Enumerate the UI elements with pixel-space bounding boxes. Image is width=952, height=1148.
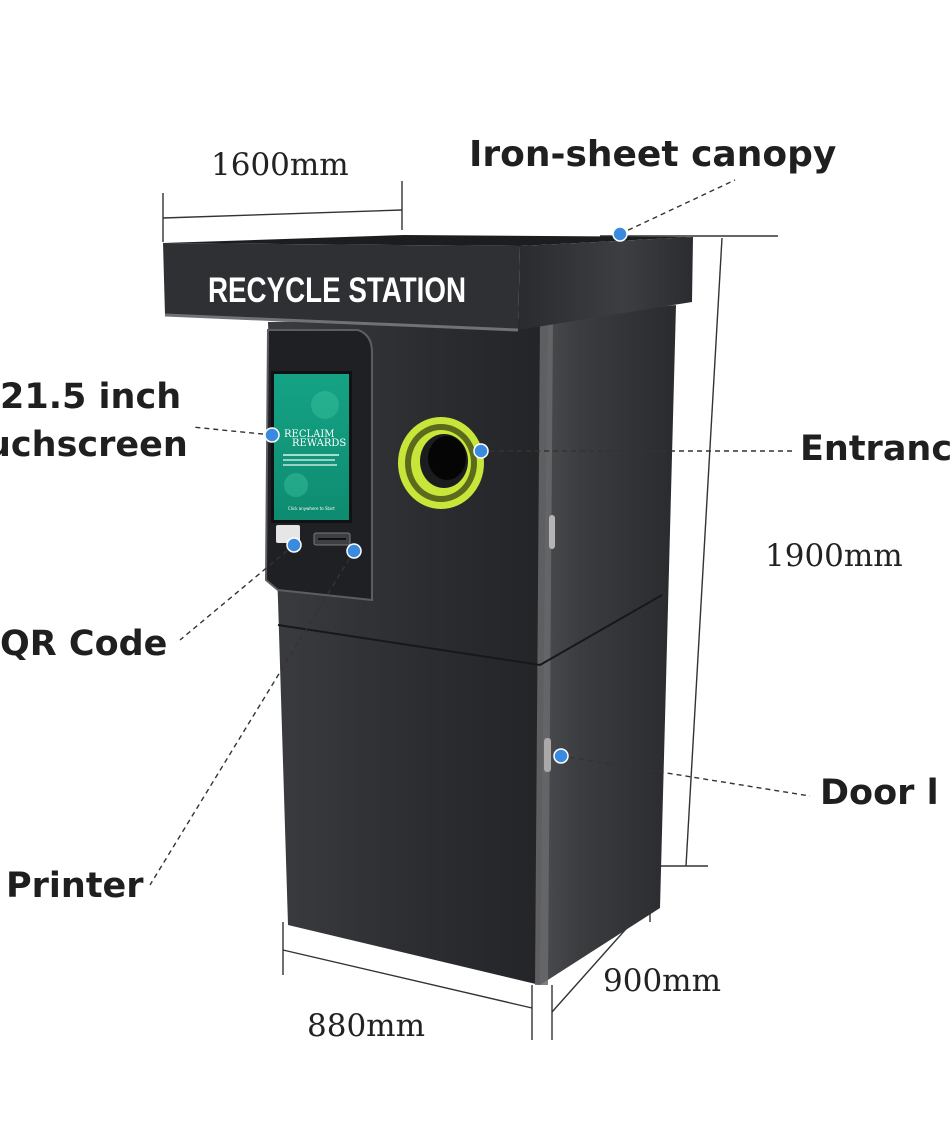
label-entrance: Entranc — [800, 429, 952, 469]
marker-qr[interactable] — [286, 537, 302, 553]
label-qr-code: QR Code — [0, 624, 168, 664]
screen-prompt: Click anywhere to Start — [288, 506, 335, 511]
marker-door[interactable] — [553, 748, 569, 764]
station-sign: RECYCLE STATION — [208, 271, 466, 310]
leader-screen — [191, 426, 273, 436]
marker-canopy[interactable] — [612, 226, 628, 242]
kiosk-diagram: RECYCLE STATION RECLAIM REWARDS Click an… — [149, 179, 811, 1040]
dim-height: 1900mm — [765, 538, 903, 574]
leader-canopy — [619, 179, 736, 235]
cabinet-side — [540, 305, 676, 985]
label-door: Door l — [820, 773, 939, 813]
label-canopy: Iron-sheet canopy — [469, 134, 837, 175]
screen-brand-line1: RECLAIM — [284, 429, 335, 440]
panel-seam — [277, 594, 663, 667]
marker-screen[interactable] — [264, 427, 280, 443]
dim-canopy-width: 1600mm — [211, 147, 349, 183]
dimension-canopy-width — [162, 181, 403, 242]
marker-printer[interactable] — [346, 543, 362, 559]
label-printer: Printer — [6, 866, 144, 906]
dim-depth: 900mm — [603, 963, 721, 999]
dim-width: 880mm — [307, 1008, 425, 1044]
marker-entrance[interactable] — [473, 443, 489, 459]
label-screen-line1: 21.5 inch — [0, 377, 182, 417]
canopy-top — [163, 235, 693, 246]
touchscreen[interactable]: RECLAIM REWARDS Click anywhere to Start — [271, 371, 352, 523]
printer-slot — [313, 532, 351, 546]
leader-door — [560, 755, 811, 797]
canopy-side — [518, 237, 693, 330]
bottle-entrance[interactable] — [398, 417, 484, 509]
leader-qr — [179, 544, 295, 641]
canopy-front — [163, 243, 520, 330]
screen-brand-line2: REWARDS — [292, 438, 346, 449]
label-screen-line2: uchscreen — [0, 425, 188, 465]
leader-printer — [149, 550, 355, 886]
dimension-height — [600, 235, 778, 867]
